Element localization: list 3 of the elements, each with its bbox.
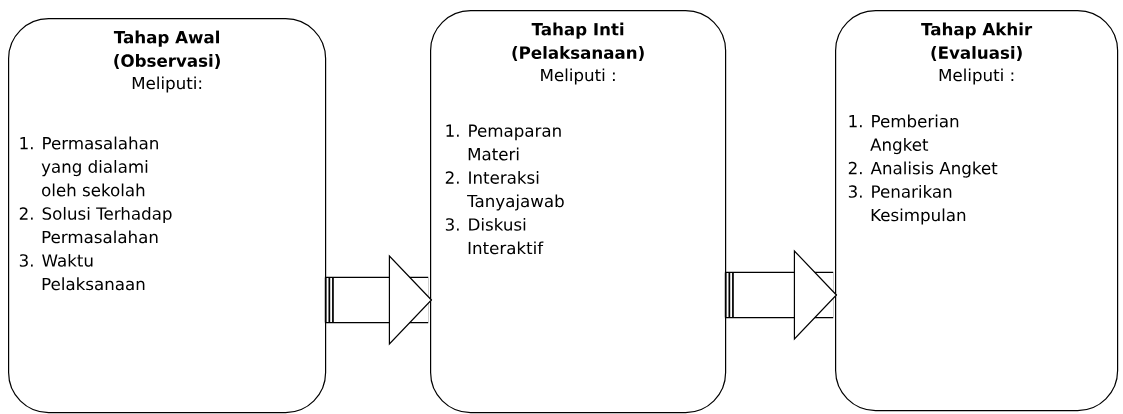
stage-box: Tahap Awal (Observasi) Meliputi: 1. Permasalahan yang dialami oleh sekolah 2. Solusi Terhadap Permasalahan 3. Waktu Pelaksanaan bbox=[8, 18, 327, 414]
stage-box: Tahap Inti (Pelaksanaan) Meliputi : 1. Pemaparan Materi 2. Interaksi Tanyajawab 3. Diskusi Interaktif bbox=[430, 10, 727, 414]
stage-box: Tahap Akhir (Evaluasi) Meliputi : 1. Pemberian Angket 2. Analisis Angket 3. Penarikan Kesimpulan bbox=[835, 10, 1119, 412]
